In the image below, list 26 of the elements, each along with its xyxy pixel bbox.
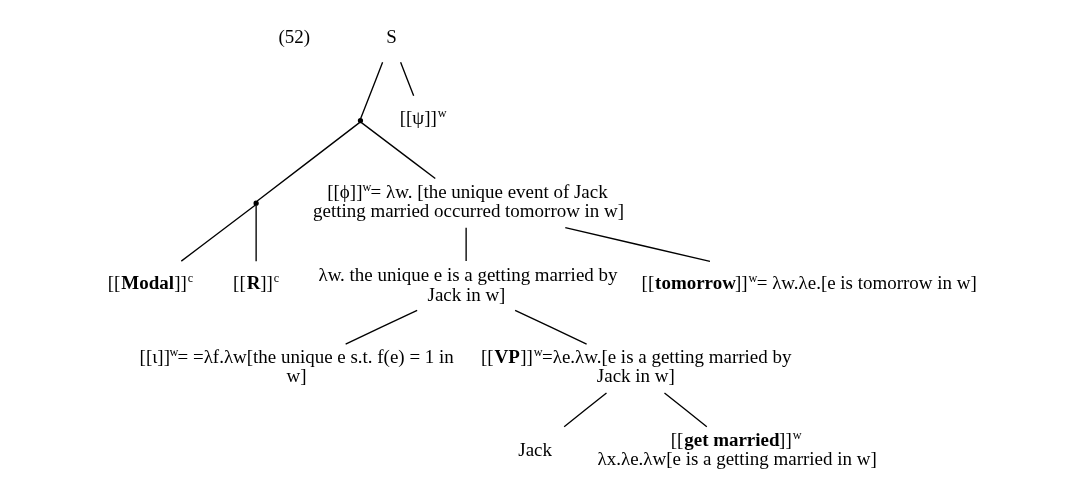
connector — [256, 121, 360, 202]
node-text: [[ϕ]]$^{w}$= λw. [the unique event of Jack getting married occurred tomorrow in w] — [312, 180, 624, 221]
connector — [359, 61, 383, 119]
connector — [564, 227, 711, 263]
connector — [180, 204, 256, 262]
connector — [464, 227, 467, 262]
connector — [663, 392, 707, 428]
node-text: [[tomorrow]]$^{w}$= λw.λe.[e is tomorrow in w] — [641, 271, 977, 294]
node-text: λw. the unique e is a getting married by Jack in w] — [317, 263, 617, 305]
node-text: [[VP]]$^{w}$=λe.λw.[e is a getting married by Jack in w] — [480, 345, 791, 387]
connector — [254, 204, 257, 263]
node-text: [[ι]]$^{w}$= =λf.λw[the unique e s.t. f(e) = 1 in w] — [139, 345, 454, 387]
connector — [359, 121, 436, 180]
label: (52) — [277, 25, 310, 47]
node-point — [253, 200, 259, 206]
node-point — [357, 117, 363, 124]
node-text: S — [385, 25, 397, 47]
node-text: [[get married]]$^{w}$ λx.λe.λw[e is a getting married in w] — [597, 427, 877, 469]
connector — [399, 61, 414, 97]
node-text: Jack — [517, 439, 552, 461]
node-text: [[ψ]]$^{w}$ — [399, 106, 446, 129]
node-text: [[Modal]]$^{c}$ — [107, 271, 193, 294]
connector — [513, 309, 587, 345]
connector — [344, 309, 418, 345]
connector — [563, 392, 607, 428]
node-text: [[R]]$^{c}$ — [232, 271, 279, 294]
